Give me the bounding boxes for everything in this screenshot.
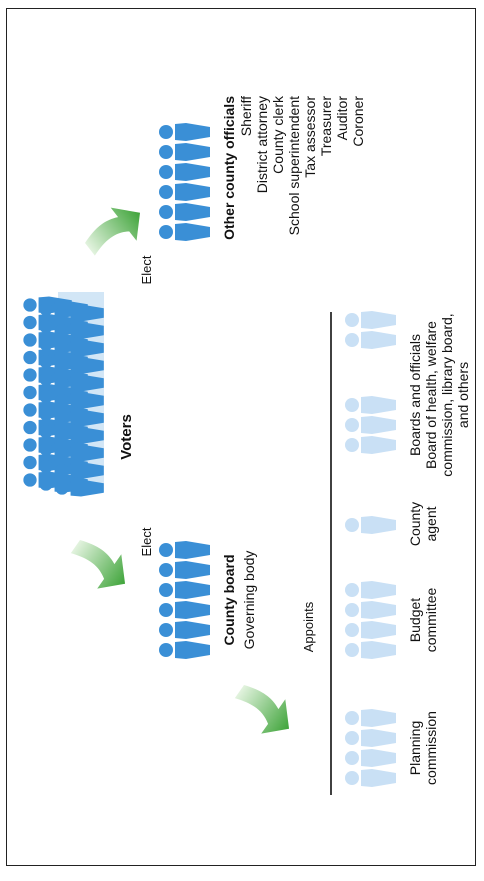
official-item: Coroner <box>350 96 366 147</box>
appoints-label: Appoints <box>301 601 316 652</box>
budget-committee-people-icon <box>345 581 396 659</box>
county-board-people-icon <box>159 541 210 659</box>
arrow-icon <box>85 207 141 256</box>
appointee-label-line: and others <box>455 362 471 428</box>
appointee-label-line: Planning <box>407 721 423 776</box>
elect-left-label: Elect <box>139 527 154 556</box>
arrow-icon <box>234 685 290 734</box>
appointee-label-line: committee <box>423 588 439 653</box>
appointee-label-line: County <box>407 502 423 546</box>
appointee-label-line: commission <box>423 711 439 785</box>
appointee-label-line: Budget <box>407 598 423 642</box>
boards-officials-people-icon <box>345 311 396 454</box>
county-board-subtitle: Governing body <box>241 551 257 650</box>
voters-label: Voters <box>118 414 135 460</box>
official-item: Tax assessor <box>302 96 318 178</box>
elect-right-label: Elect <box>139 255 154 284</box>
appointee-label-line: commission, library board, <box>439 313 455 476</box>
official-item: Auditor <box>334 96 350 141</box>
appointee-label-line: Board of health, welfare <box>423 321 439 469</box>
official-item: Treasurer <box>318 96 334 157</box>
county-officials-people-icon <box>159 123 210 241</box>
county-board-title: County board <box>221 555 237 646</box>
arrow-icon <box>70 540 126 589</box>
official-item: County clerk <box>270 95 286 174</box>
other-officials-title: Other county officials <box>221 96 237 240</box>
planning-commission-people-icon <box>345 709 396 787</box>
voters-crowd-icon <box>23 292 104 497</box>
appointee-label-line: Boards and officials <box>407 334 423 456</box>
appointee-label-line: agent <box>423 506 439 541</box>
official-item: Sheriff <box>238 96 254 136</box>
official-item: School superintendent <box>286 96 302 235</box>
county-agent-person-icon <box>345 516 396 534</box>
official-item: District attorney <box>254 96 270 193</box>
